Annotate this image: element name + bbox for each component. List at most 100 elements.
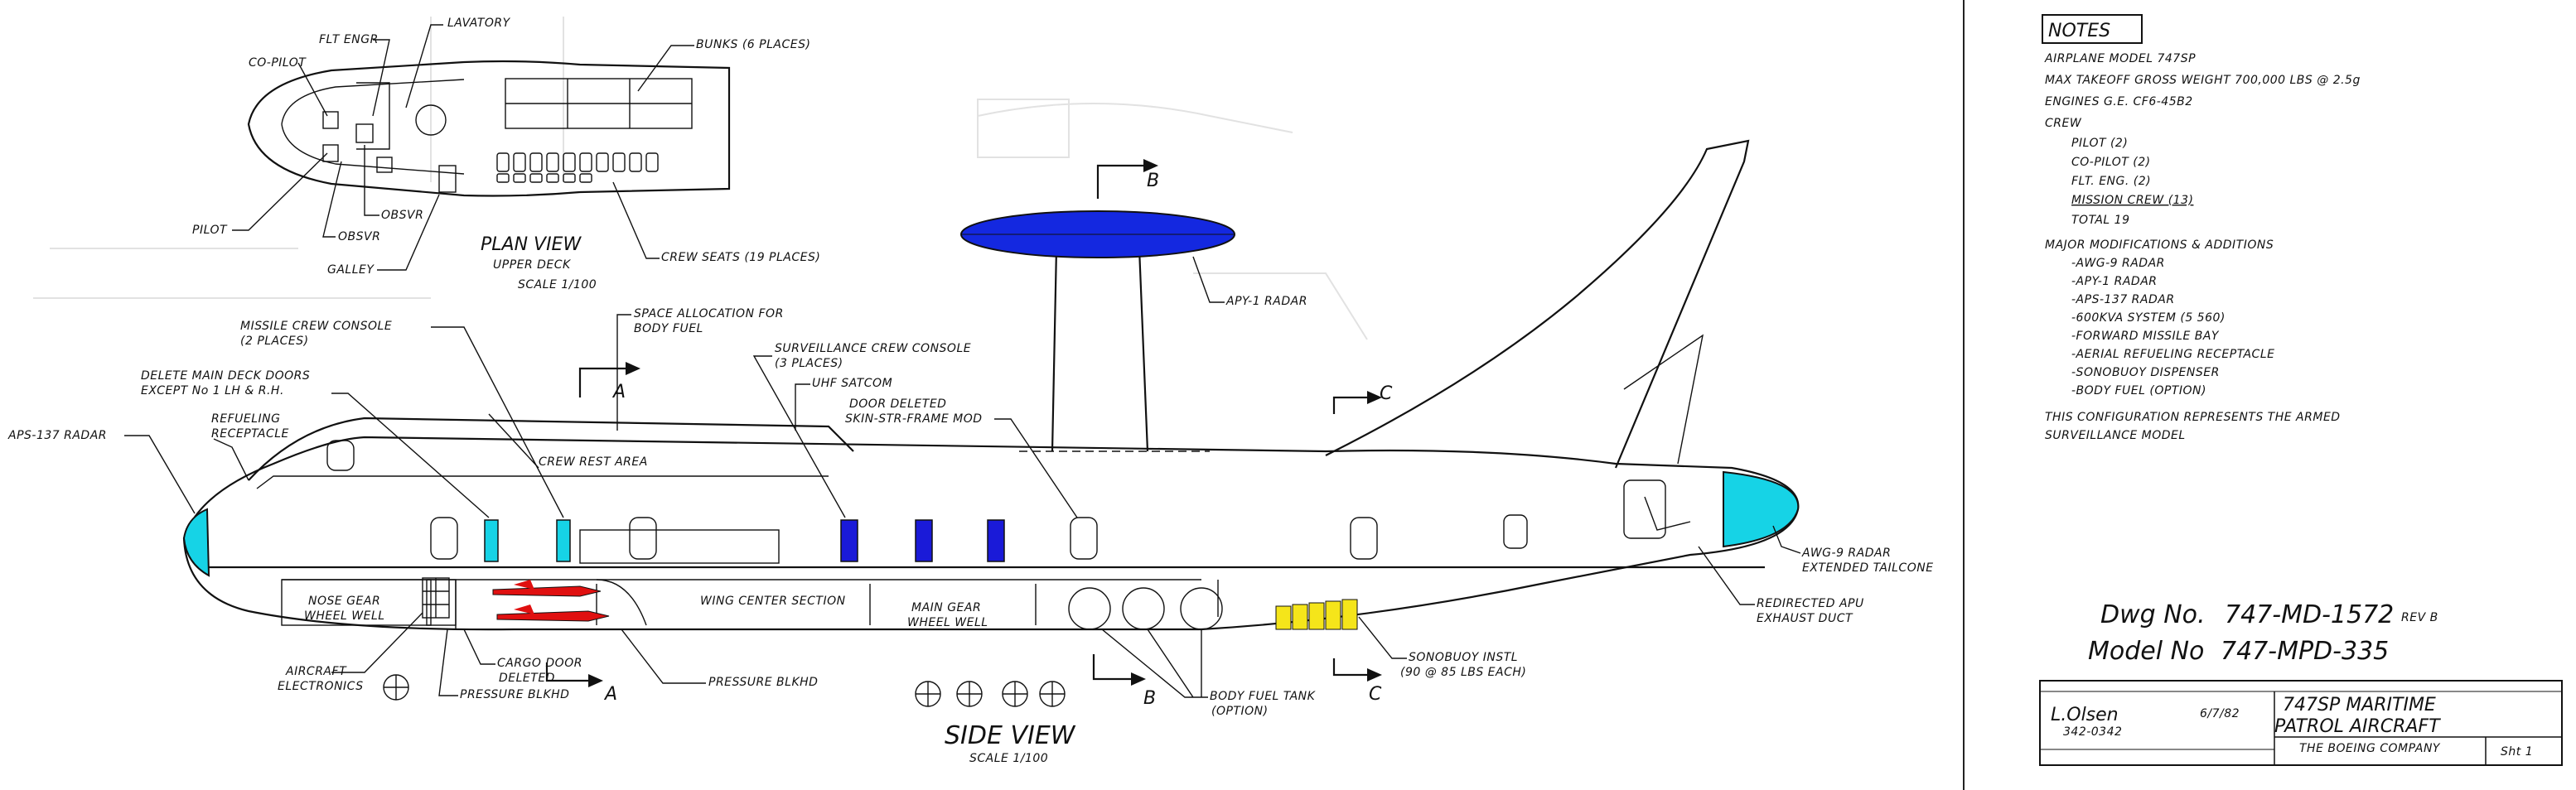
signature-code: 342-0342 — [2063, 725, 2122, 739]
section-c-bottom: C — [1369, 684, 1382, 705]
label-sonobuoy-instl-sub: (90 @ 85 LBS EACH) — [1400, 666, 1526, 679]
side-view — [182, 139, 1800, 707]
notes-line-18: THIS CONFIGURATION REPRESENTS THE ARMED — [2045, 411, 2341, 424]
label-crew-rest-area: CREW REST AREA — [539, 455, 648, 469]
label-aps-radar: APS-137 RADAR — [7, 429, 107, 442]
label-space-allocation: SPACE ALLOCATION FOR — [634, 307, 784, 320]
model-label: Model No — [2088, 637, 2204, 666]
label-main-gear-sub: WHEEL WELL — [907, 616, 988, 629]
plan-bunks — [505, 78, 693, 129]
plan-crew-seats — [496, 152, 659, 183]
notes-block: NOTES AIRPLANE MODEL 747SP MAX TAKEOFF G… — [2042, 14, 2361, 442]
ghost-background — [33, 17, 1368, 340]
label-redirected-apu-sub: EXHAUST DUCT — [1757, 612, 1853, 625]
dwg-number: 747-MD-1572 — [2225, 600, 2394, 629]
label-refueling-sub: RECEPTACLE — [211, 427, 289, 441]
section-b-top: B — [1147, 171, 1159, 191]
label-galley: GALLEY — [327, 263, 375, 277]
notes-line-14: -FORWARD MISSILE BAY — [2071, 330, 2220, 343]
company-name: THE BOEING COMPANY — [2299, 742, 2441, 755]
title-block: Dwg No. 747-MD-1572 REV B Model No 747-M… — [2039, 600, 2563, 766]
nose-radome — [182, 508, 210, 577]
surveillance-console-3 — [987, 519, 1005, 562]
notes-line-8: TOTAL 19 — [2071, 214, 2129, 227]
missile-console-1 — [484, 519, 499, 562]
section-a-top: A — [611, 382, 626, 402]
label-redirected-apu: REDIRECTED APU — [1757, 597, 1864, 610]
label-lavatory: LAVATORY — [447, 17, 511, 30]
notes-line-11: -APY-1 RADAR — [2071, 275, 2158, 288]
label-door-deleted: DOOR DELETED — [849, 397, 946, 411]
side-view-scale: SCALE 1/100 — [969, 752, 1048, 765]
plan-view-labels: FLT ENGR LAVATORY CO-PILOT BUNKS (6 PLAC… — [192, 17, 820, 291]
dwg-label: Dwg No. — [2100, 600, 2206, 629]
colored-features — [182, 210, 1800, 630]
label-main-gear: MAIN GEAR — [911, 601, 981, 614]
label-cargo-door: CARGO DOOR — [497, 657, 582, 670]
label-aircraft-electronics-sub: ELECTRONICS — [278, 680, 364, 693]
notes-heading: NOTES — [2048, 21, 2110, 41]
notes-line-19: SURVEILLANCE MODEL — [2045, 429, 2186, 442]
missile-console-2 — [556, 519, 571, 562]
notes-line-15: -AERIAL REFUELING RECEPTACLE — [2071, 348, 2274, 361]
label-nose-gear-sub: WHEEL WELL — [304, 609, 385, 623]
plan-view-subtitle: UPPER DECK — [493, 258, 572, 272]
label-cargo-door-sub: DELETED — [499, 672, 555, 685]
notes-line-0: AIRPLANE MODEL 747SP — [2044, 52, 2196, 65]
tail-fin — [1325, 139, 1750, 469]
tail-radome — [1723, 470, 1800, 548]
notes-line-6: FLT. ENG. (2) — [2071, 175, 2151, 188]
label-obsvr-1: OBSVR — [381, 209, 423, 222]
surveillance-console-1 — [840, 519, 858, 562]
notes-line-1: MAX TAKEOFF GROSS WEIGHT 700,000 LBS @ 2… — [2045, 74, 2361, 87]
label-apy-radar: APY-1 RADAR — [1225, 295, 1307, 308]
notes-line-9: MAJOR MODIFICATIONS & ADDITIONS — [2045, 238, 2274, 252]
section-a-bottom: A — [603, 684, 617, 705]
label-space-allocation-sub: BODY FUEL — [634, 322, 703, 335]
label-co-pilot: CO-PILOT — [249, 56, 307, 70]
sheet-number: Sht 1 — [2501, 745, 2533, 759]
section-markers: B A C A B C — [545, 159, 1393, 709]
label-body-fuel-tank: BODY FUEL TANK — [1210, 690, 1317, 703]
model-number: 747-MPD-335 — [2221, 637, 2389, 666]
label-missile-crew-console: MISSILE CREW CONSOLE — [240, 320, 392, 333]
signature-date: 6/7/82 — [2200, 707, 2240, 720]
dwg-rev: REV B — [2401, 611, 2438, 624]
label-awg-radar: AWG-9 RADAR — [1801, 547, 1891, 560]
side-view-title: SIDE VIEW — [945, 721, 1076, 750]
label-bunks: BUNKS (6 PLACES) — [696, 38, 810, 51]
label-delete-main-deck-doors-sub: EXCEPT No 1 LH & R.H. — [141, 384, 284, 397]
label-pressure-bhd-2: PRESSURE BLKHD — [708, 676, 818, 689]
notes-line-7: MISSION CREW (13) — [2071, 194, 2193, 207]
notes-line-3: CREW — [2045, 117, 2082, 130]
label-awg-radar-sub: EXTENDED TAILCONE — [1802, 561, 1934, 575]
plan-view-scale: SCALE 1/100 — [518, 278, 597, 291]
label-crew-seats: CREW SEATS (19 PLACES) — [661, 251, 820, 264]
label-door-deleted-sub: SKIN-STR-FRAME MOD — [845, 412, 983, 426]
label-sonobuoy-instl: SONOBUOY INSTL — [1409, 651, 1518, 664]
title-line-2: PATROL AIRCRAFT — [2274, 716, 2441, 737]
notes-line-13: -600KVA SYSTEM (5 560) — [2071, 311, 2226, 325]
plan-view — [247, 60, 731, 197]
radar-pylon — [1051, 248, 1149, 452]
label-uhf-satcom: UHF SATCOM — [812, 377, 892, 390]
plan-view-title: PLAN VIEW — [481, 234, 582, 255]
label-pilot: PILOT — [192, 224, 228, 237]
notes-line-5: CO-PILOT (2) — [2071, 156, 2151, 169]
label-pressure-bhd: PRESSURE BLKHD — [460, 688, 569, 701]
section-c-top: C — [1380, 383, 1393, 404]
notes-line-4: PILOT (2) — [2071, 137, 2128, 150]
surveillance-console-2 — [915, 519, 933, 562]
label-aircraft-electronics: AIRCRAFT — [285, 665, 347, 678]
label-surveillance-console-sub: (3 PLACES) — [775, 357, 843, 370]
sonobuoys — [1275, 599, 1358, 630]
label-surveillance-console: SURVEILLANCE CREW CONSOLE — [775, 342, 971, 355]
label-missile-crew-console-sub: (2 PLACES) — [240, 335, 309, 348]
label-obsvr-2: OBSVR — [338, 230, 380, 243]
notes-line-10: -AWG-9 RADAR — [2071, 257, 2165, 270]
label-flt-engr: FLT ENGR — [319, 33, 379, 46]
notes-line-12: -APS-137 RADAR — [2071, 293, 2175, 306]
label-wing-center-section: WING CENTER SECTION — [700, 595, 846, 608]
title-line-1: 747SP MARITIME — [2283, 695, 2436, 715]
